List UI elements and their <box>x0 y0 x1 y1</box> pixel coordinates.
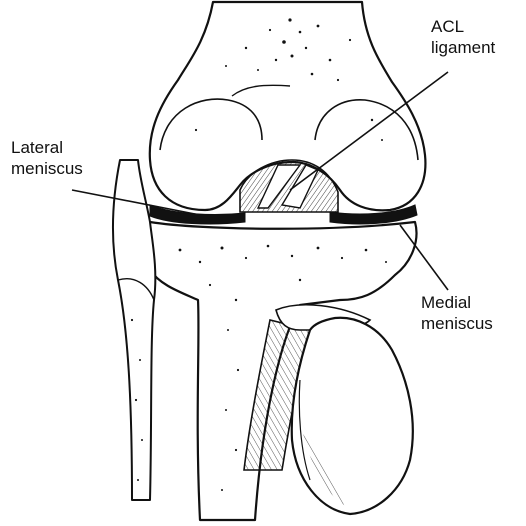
acl-label-line2: ligament <box>431 37 495 58</box>
acl-label-line1: ACL <box>431 16 495 37</box>
medial-label-line2: meniscus <box>421 313 493 334</box>
acl-ligament-label: ACL ligament <box>431 16 495 58</box>
fibula <box>113 160 155 500</box>
lateral-meniscus-label: Lateral meniscus <box>11 137 83 179</box>
lateral-label-line2: meniscus <box>11 158 83 179</box>
patella <box>292 318 413 514</box>
lateral-label-line1: Lateral <box>11 137 83 158</box>
medial-label-line1: Medial <box>421 292 493 313</box>
medial-meniscus-label: Medial meniscus <box>421 292 493 334</box>
